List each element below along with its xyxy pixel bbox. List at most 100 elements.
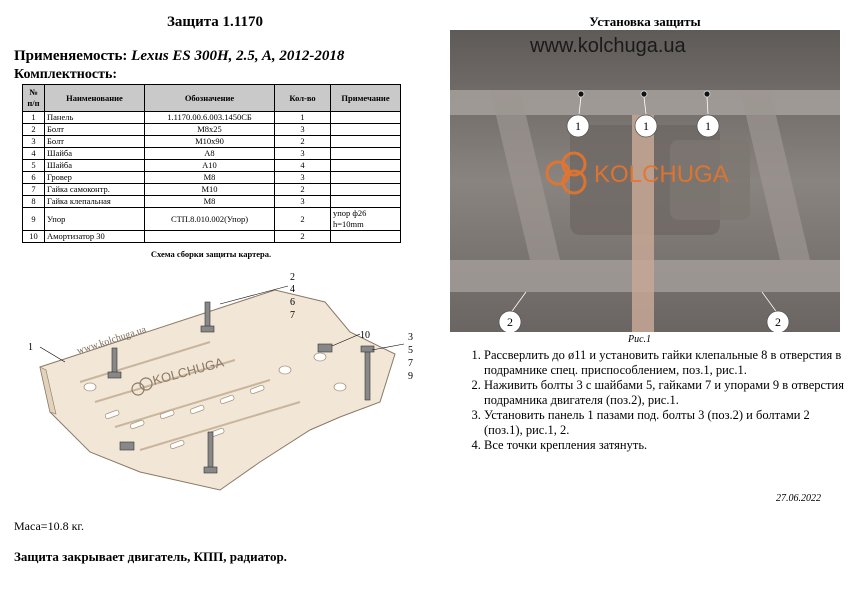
row-code: М8 <box>144 171 275 184</box>
step-item: Рассверлить до ø11 и установить гайки кл… <box>484 348 846 378</box>
row-code: А10 <box>144 159 275 172</box>
label-stack-top-2: 6 <box>290 297 295 308</box>
label-stack-right-1: 5 <box>408 345 413 356</box>
photo-brand-text: KOLCHUGA <box>594 161 729 188</box>
kit-label: Комплектность: <box>14 67 118 82</box>
applicability-label: Применяемость: <box>14 48 128 64</box>
row-num: 8 <box>22 195 45 208</box>
col-header-note: Примечание <box>330 84 401 112</box>
row-num: 2 <box>22 123 45 136</box>
label-stack-right-0: 3 <box>408 332 413 343</box>
row-note <box>330 230 401 243</box>
step-item: Наживить болты 3 с шайбами 5, гайками 7 … <box>484 378 846 408</box>
row-code <box>144 230 275 243</box>
row-qty: 3 <box>274 123 331 136</box>
row-note <box>330 135 401 148</box>
row-code: М8 <box>144 195 275 208</box>
row-code: М10х90 <box>144 135 275 148</box>
row-name: Болт <box>44 135 145 148</box>
row-note <box>330 183 401 196</box>
label-mid: 10 <box>360 330 370 341</box>
installation-photo: www.kolchuga.ua KOLCHUGA 1 1 1 2 2 <box>450 30 840 332</box>
photo-watermark: www.kolchuga.ua <box>529 35 687 57</box>
row-qty: 2 <box>274 230 331 243</box>
row-num: 9 <box>22 207 45 231</box>
assembly-drawing: www.kolchuga.ua KOLCHUGA 1 2 4 6 7 10 3 … <box>28 272 413 491</box>
row-num: 6 <box>22 171 45 184</box>
row-note <box>330 195 401 208</box>
row-qty: 4 <box>274 159 331 172</box>
row-name: Шайба <box>44 147 145 160</box>
row-num: 1 <box>22 111 45 124</box>
photo-callout-1: 1 <box>643 119 649 133</box>
row-code: А8 <box>144 147 275 160</box>
col-header-code: Обозначение <box>144 84 275 112</box>
parts-table: № п/п Наименование Обозначение Кол-во Пр… <box>22 84 401 243</box>
skid-plate-panel: www.kolchuga.ua KOLCHUGA <box>39 289 396 491</box>
row-note <box>330 159 401 172</box>
photo-callout-3: 2 <box>507 315 513 329</box>
row-num: 5 <box>22 159 45 172</box>
row-qty: 2 <box>274 183 331 196</box>
row-qty: 1 <box>274 111 331 124</box>
document-date: 27.06.2022 <box>776 493 821 504</box>
row-name: Гайка самоконтр. <box>44 183 145 196</box>
installation-steps: Рассверлить до ø11 и установить гайки кл… <box>466 348 846 453</box>
row-name: Панель <box>44 111 145 124</box>
row-name: Шайба <box>44 159 145 172</box>
row-num: 10 <box>22 230 45 243</box>
row-code: М8х25 <box>144 123 275 136</box>
photo-callout-0: 1 <box>575 119 581 133</box>
row-note <box>330 123 401 136</box>
parts-table-header: № п/п Наименование Обозначение Кол-во Пр… <box>22 84 401 112</box>
label-stack-right-2: 7 <box>408 358 413 369</box>
row-code: М10 <box>144 183 275 196</box>
row-name: Упор <box>44 207 145 231</box>
row-name: Гровер <box>44 171 145 184</box>
label-stack-right-3: 9 <box>408 371 413 382</box>
row-name: Амортизатор 30 <box>44 230 145 243</box>
row-code: 1.1170.00.6.003.1450СБ <box>144 111 275 124</box>
row-qty: 3 <box>274 171 331 184</box>
row-note <box>330 147 401 160</box>
figure-caption: Рис.1 <box>628 334 652 345</box>
mass-text: Маса=10.8 кг. <box>14 519 84 533</box>
row-note <box>330 171 401 184</box>
vehicle-model: Lexus ES 300H, 2.5, A, 2012-2018 <box>131 48 345 64</box>
row-num: 7 <box>22 183 45 196</box>
document-title: Защита 1.1170 <box>167 14 263 30</box>
label-stack-top-0: 2 <box>290 272 295 283</box>
row-note: упор ф26 h=10mm <box>330 207 401 231</box>
row-num: 4 <box>22 147 45 160</box>
step-item: Все точки крепления затянуть. <box>484 438 846 453</box>
label-stack-top-1: 4 <box>290 284 295 295</box>
col-header-name: Наименование <box>44 84 145 112</box>
photo-callout-4: 2 <box>775 315 781 329</box>
row-name: Болт <box>44 123 145 136</box>
row-qty: 3 <box>274 195 331 208</box>
bolt-hardware <box>107 301 375 474</box>
row-note <box>330 111 401 124</box>
photo-logo: KOLCHUGA <box>545 151 729 195</box>
assembly-caption: Схема сборки защиты картера. <box>150 249 272 259</box>
row-code: СТП.8.010.002(Упор) <box>144 207 275 231</box>
photo-callout-2: 1 <box>705 119 711 133</box>
col-header-qty: Кол-во <box>274 84 331 112</box>
label-stack-top-3: 7 <box>290 310 295 321</box>
row-qty: 2 <box>274 207 331 231</box>
col-header-num: № п/п <box>22 84 45 112</box>
row-qty: 2 <box>274 135 331 148</box>
row-qty: 3 <box>274 147 331 160</box>
row-name: Гайка клепальная <box>44 195 145 208</box>
coverage-summary: Защита закрывает двигатель, КПП, радиато… <box>14 549 287 564</box>
